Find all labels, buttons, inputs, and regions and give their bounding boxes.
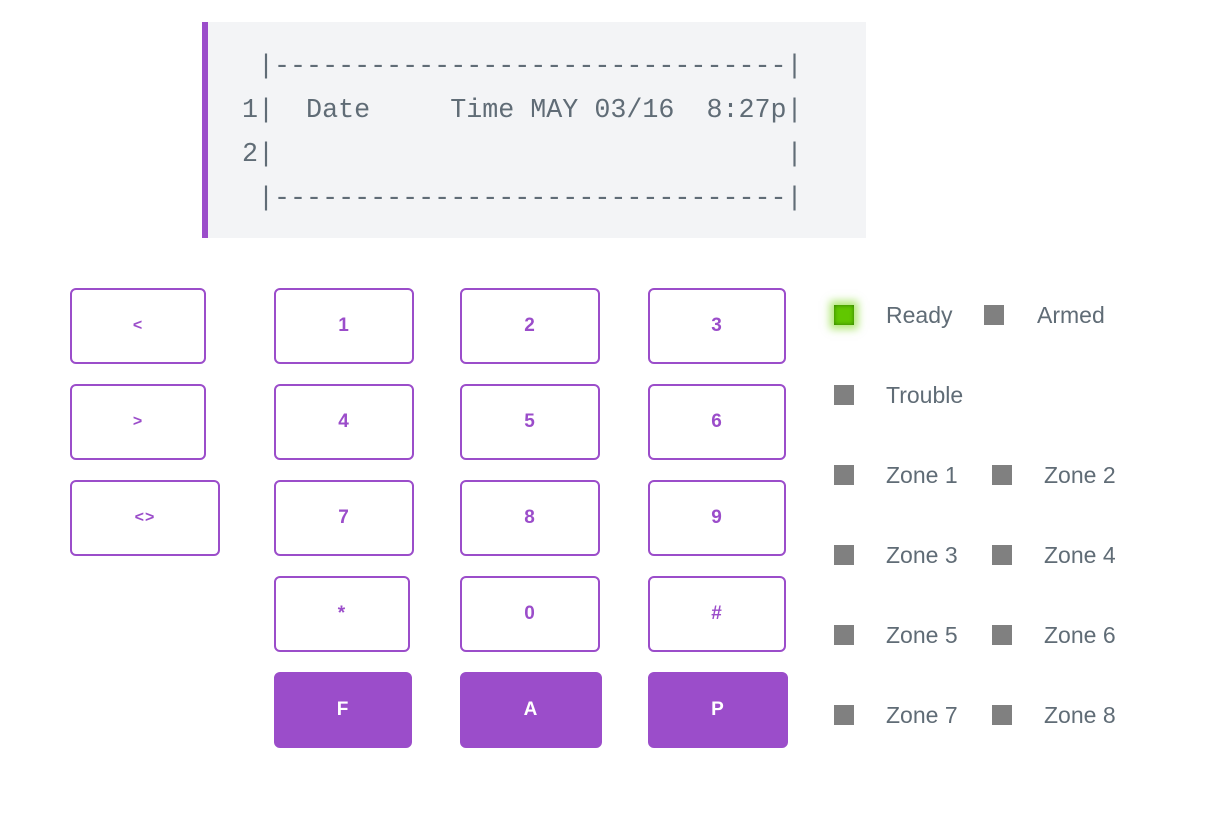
ready-led-icon — [834, 305, 854, 325]
zone-1-led-icon — [834, 465, 854, 485]
trouble-led-icon — [834, 385, 854, 405]
zone-2-led-icon — [992, 465, 1012, 485]
zone-3-label: Zone 3 — [886, 542, 958, 568]
auxiliary-button[interactable]: A — [460, 672, 602, 748]
key-8-button[interactable]: 8 — [460, 480, 600, 556]
scroll-right-button[interactable]: > — [70, 384, 206, 460]
key-0-button[interactable]: 0 — [460, 576, 600, 652]
zone-6-led-icon — [992, 625, 1012, 645]
key-3-button[interactable]: 3 — [648, 288, 786, 364]
key-5-button[interactable]: 5 — [460, 384, 600, 460]
fire-button[interactable]: F — [274, 672, 412, 748]
lcd-display: |--------------------------------| 1| Da… — [202, 22, 866, 238]
zone-1-label: Zone 1 — [886, 462, 958, 488]
scroll-both-button[interactable]: <> — [70, 480, 220, 556]
zone-8-label: Zone 8 — [1044, 702, 1116, 728]
zone-5-led-icon — [834, 625, 854, 645]
key-6-button[interactable]: 6 — [648, 384, 786, 460]
zone-2-label: Zone 2 — [1044, 462, 1116, 488]
zone-3-led-icon — [834, 545, 854, 565]
zone-4-led-icon — [992, 545, 1012, 565]
zone-8-led-icon — [992, 705, 1012, 725]
key-1-button[interactable]: 1 — [274, 288, 414, 364]
zone-7-led-icon — [834, 705, 854, 725]
key-4-button[interactable]: 4 — [274, 384, 414, 460]
armed-led-icon — [984, 305, 1004, 325]
key-hash-button[interactable]: # — [648, 576, 786, 652]
zone-6-label: Zone 6 — [1044, 622, 1116, 648]
trouble-label: Trouble — [886, 382, 964, 408]
key-star-button[interactable]: * — [274, 576, 410, 652]
key-9-button[interactable]: 9 — [648, 480, 786, 556]
ready-label: Ready — [886, 302, 953, 328]
key-2-button[interactable]: 2 — [460, 288, 600, 364]
zone-5-label: Zone 5 — [886, 622, 958, 648]
scroll-left-button[interactable]: < — [70, 288, 206, 364]
armed-label: Armed — [1037, 302, 1105, 328]
zone-7-label: Zone 7 — [886, 702, 958, 728]
lcd-text: |--------------------------------| 1| Da… — [242, 52, 803, 214]
panic-button[interactable]: P — [648, 672, 788, 748]
zone-4-label: Zone 4 — [1044, 542, 1116, 568]
key-7-button[interactable]: 7 — [274, 480, 414, 556]
